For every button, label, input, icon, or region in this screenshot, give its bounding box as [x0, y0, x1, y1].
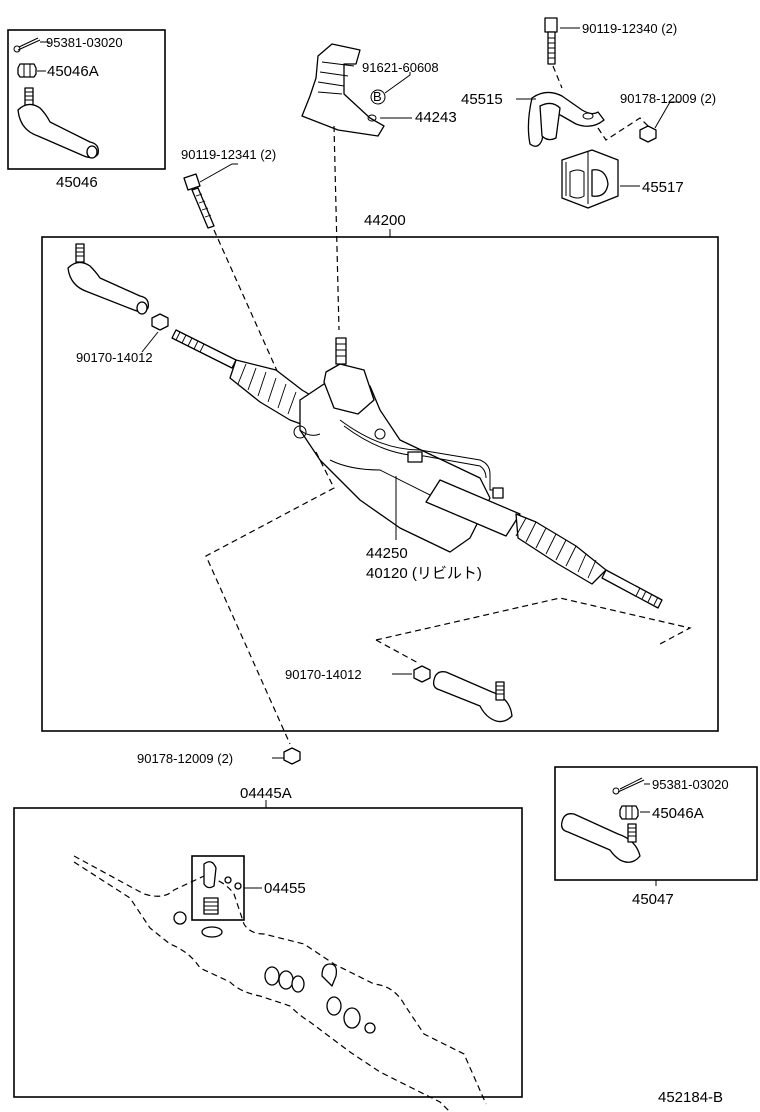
- label-04445A: 04445A: [240, 785, 292, 802]
- label-45046: 45046: [56, 174, 98, 191]
- tie-rod-end-left-icon: [67, 243, 149, 315]
- kit-04445A-frame: [13, 807, 523, 1098]
- b-marker-icon: B: [370, 89, 386, 105]
- inset-45046-frame: [7, 29, 166, 170]
- rack-outline-kit: [73, 855, 487, 1112]
- label-44200: 44200: [364, 212, 406, 229]
- kit-04455: [191, 855, 245, 921]
- cotter-pin-icon: [13, 37, 41, 53]
- tie-rod-end-icon: [17, 87, 99, 159]
- castle-nut-br-icon: [619, 805, 639, 820]
- label-44243: 44243: [415, 109, 457, 126]
- label-95381-03020-tl: 95381-03020: [46, 35, 123, 50]
- label-90178-12009-bottom: 90178-12009 (2): [137, 751, 233, 766]
- dust-cover-44243: [301, 43, 385, 137]
- label-90170-14012-b: 90170-14012: [285, 667, 362, 682]
- label-45046A-br: 45046A: [652, 805, 704, 822]
- bracket-45515-icon: [527, 91, 605, 147]
- nut-90170-left-icon: [151, 313, 169, 331]
- tie-rod-end-br-icon: [560, 813, 641, 863]
- assembly-44200-frame: [41, 236, 719, 732]
- nut-90178-top-icon: [639, 125, 657, 143]
- label-40120: 40120 (リビルト): [366, 565, 482, 582]
- tie-rod-end-right-icon: [432, 671, 513, 723]
- castle-nut-icon: [17, 63, 37, 78]
- diagram-code: 452184-B: [658, 1089, 723, 1106]
- label-44250: 44250: [366, 545, 408, 562]
- bolt-90119-12340-icon: [544, 17, 558, 65]
- cotter-pin-br-icon: [612, 777, 645, 795]
- label-90119-12341: 90119-12341 (2): [181, 147, 276, 162]
- nut-90178-bottom-icon: [283, 747, 301, 765]
- bolt-90119-12341-icon: [183, 173, 215, 229]
- bushing-45517-icon: [561, 149, 619, 209]
- label-45515: 45515: [461, 91, 503, 108]
- label-b-marker: B: [373, 89, 382, 104]
- label-91621-60608: 91621-60608: [362, 60, 439, 75]
- label-04455: 04455: [264, 880, 306, 897]
- label-45517: 45517: [642, 179, 684, 196]
- inset-45046: 95381-03020 45046A 45046: [7, 29, 166, 191]
- label-90178-12009-top: 90178-12009 (2): [620, 91, 716, 106]
- label-90119-12340: 90119-12340 (2): [582, 21, 677, 36]
- label-45046A-tl: 45046A: [47, 63, 99, 80]
- label-90170-14012-a: 90170-14012: [76, 350, 153, 365]
- nut-90170-right-icon: [413, 665, 431, 683]
- label-45047: 45047: [632, 891, 674, 908]
- label-95381-03020-br: 95381-03020: [652, 777, 729, 792]
- steering-rack-body: [171, 329, 663, 609]
- inset-45047: 95381-03020 45046A 45047: [554, 766, 758, 908]
